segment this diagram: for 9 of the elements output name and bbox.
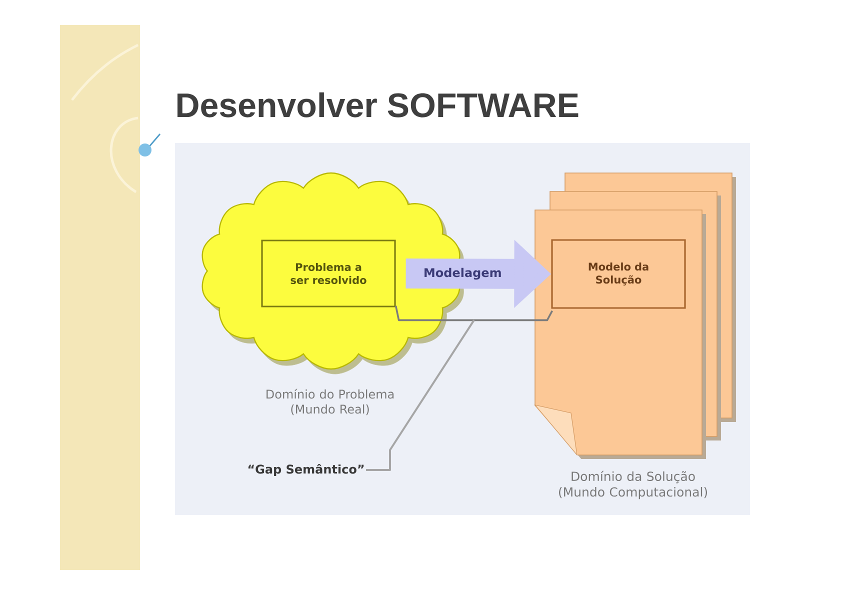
node-label: Domínio do Problema (Mundo Real)	[266, 388, 394, 416]
text-box: Modelo da Solução	[551, 239, 686, 309]
bracket	[394, 306, 553, 322]
node-label: Domínio da Solução (Mundo Computacional)	[559, 470, 708, 500]
leader-line	[366, 320, 475, 471]
title: Desenvolver SOFTWARE	[177, 92, 578, 118]
callout-label: “Gap Semântico”	[248, 464, 364, 476]
edge-label: Modelagem	[424, 268, 501, 280]
text-box: Problema a ser resolvido	[261, 240, 396, 308]
